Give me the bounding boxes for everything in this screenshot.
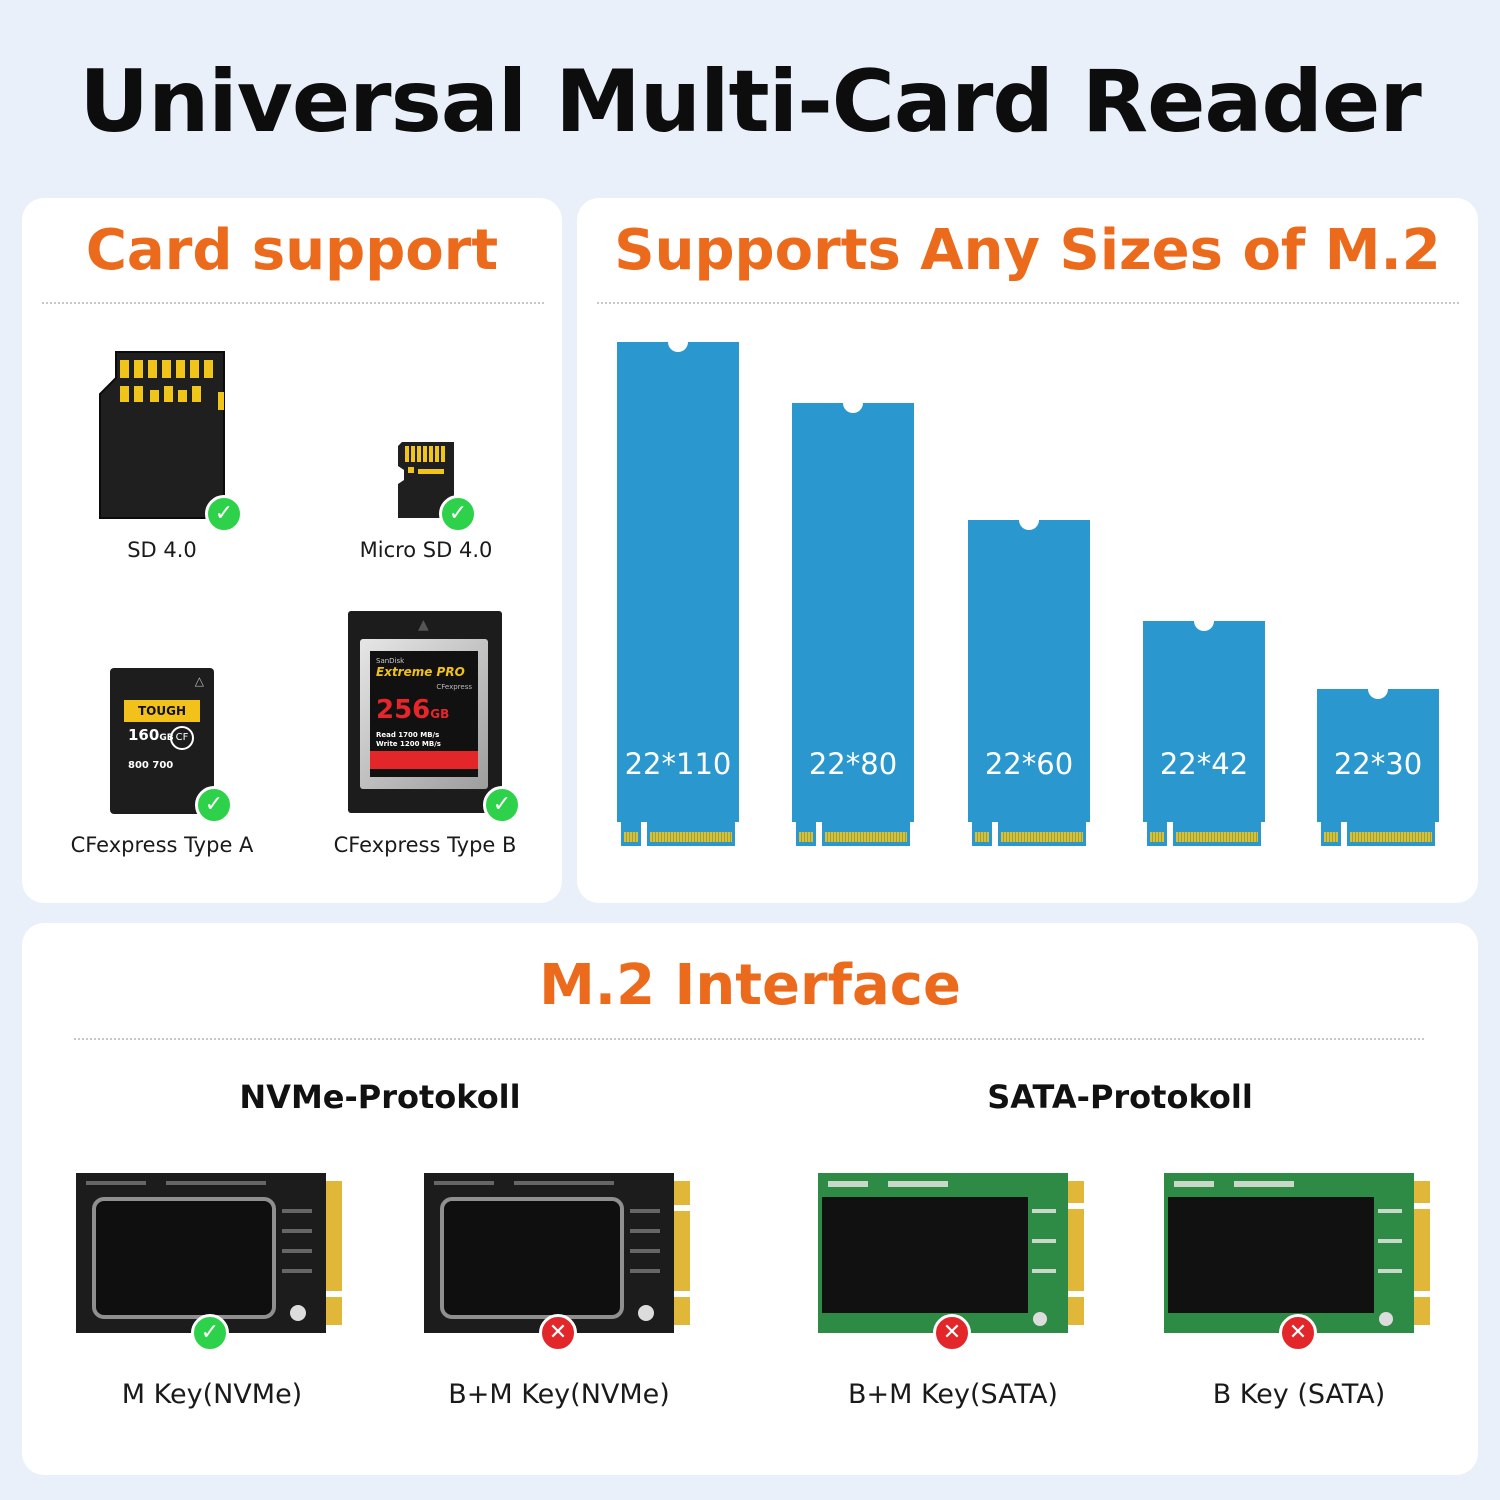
m2-sizes-divider	[597, 302, 1459, 304]
micro-sd-check-icon: ✓	[439, 495, 477, 533]
m-key-nvme-ssd	[76, 1173, 342, 1333]
bm-key-nvme-label: B+M Key(NVMe)	[448, 1379, 670, 1410]
tough-brand-label: TOUGH	[124, 700, 200, 722]
m2-size-label: 22*42	[1159, 747, 1249, 781]
card-support-heading: Card support	[85, 218, 499, 283]
card-support-divider	[42, 302, 544, 304]
bm-key-sata-ssd	[818, 1173, 1084, 1333]
cfexpress-b-card: ▲ SanDisk Extreme PRO CFexpress 256GB Re…	[348, 611, 502, 813]
page-title: Universal Multi-Card Reader	[79, 52, 1421, 152]
cf-b-label: SanDisk Extreme PRO CFexpress 256GB Read…	[370, 651, 478, 777]
cfexpress-a-check-icon: ✓	[195, 786, 233, 824]
m2-size-label: 22*80	[808, 747, 898, 781]
b-key-sata-ssd	[1164, 1173, 1430, 1333]
m2-stick-22x80: 22*80	[792, 393, 914, 846]
m2-sizes-panel: Supports Any Sizes of M.2 22*110 22*80 2…	[577, 198, 1478, 903]
micro-sd-card	[396, 440, 458, 524]
cfexpress-a-card: △ TOUGH 160GB CF 800 700	[110, 668, 214, 814]
cfexpress-b-check-icon: ✓	[483, 786, 521, 824]
cf-a-capacity: 160GB	[128, 726, 174, 744]
bm-key-nvme-ssd	[424, 1173, 690, 1333]
m2-interface-panel: M.2 Interface NVMe-Protokoll SATA-Protok…	[22, 923, 1478, 1475]
b-key-sata-cross-icon: ✕	[1279, 1314, 1317, 1352]
cf-b-label-frame: SanDisk Extreme PRO CFexpress 256GB Read…	[360, 639, 488, 789]
m2-stick-22x30: 22*30	[1317, 679, 1439, 846]
cfexpress-b-label: CFexpress Type B	[333, 833, 517, 857]
bm-key-sata-cross-icon: ✕	[933, 1314, 971, 1352]
m2-size-label: 22*30	[1333, 747, 1423, 781]
cf-a-speeds: 800 700	[128, 760, 174, 771]
m2-size-label: 22*110	[624, 747, 732, 781]
sd-card-icon	[99, 351, 225, 519]
bm-key-nvme-cross-icon: ✕	[539, 1314, 577, 1352]
cf-b-capacity: 256GB	[376, 695, 450, 725]
m-key-nvme-label: M Key(NVMe)	[121, 1379, 303, 1410]
card-support-panel: Card support ✓ SD 4.0	[22, 198, 562, 903]
sd-card	[98, 350, 228, 526]
m2-interface-heading: M.2 Interface	[539, 953, 961, 1018]
sd-card-label: SD 4.0	[127, 538, 197, 562]
m2-stick-22x110: 22*110	[617, 332, 739, 846]
m2-size-label: 22*60	[984, 747, 1074, 781]
m-key-nvme-check-icon: ✓	[191, 1314, 229, 1352]
sd-check-icon: ✓	[205, 495, 243, 533]
cfexpress-a-label: CFexpress Type A	[70, 833, 254, 857]
eject-triangle-icon: △	[194, 674, 204, 688]
m2-stick-22x60: 22*60	[968, 510, 1090, 846]
eject-arrow-icon: ▲	[418, 617, 429, 633]
sata-protocol-title: SATA-Protokoll	[987, 1078, 1253, 1116]
m2-stick-22x42: 22*42	[1143, 611, 1265, 846]
micro-sd-icon	[398, 442, 454, 518]
m2-sizes-heading: Supports Any Sizes of M.2	[614, 218, 1441, 283]
b-key-sata-label: B Key (SATA)	[1212, 1379, 1386, 1410]
cf-logo-icon: CF	[170, 726, 194, 750]
micro-sd-label: Micro SD 4.0	[359, 538, 493, 562]
bm-key-sata-label: B+M Key(SATA)	[848, 1379, 1058, 1410]
nvme-protocol-title: NVMe-Protokoll	[239, 1078, 521, 1116]
m2-interface-divider	[74, 1038, 1424, 1040]
